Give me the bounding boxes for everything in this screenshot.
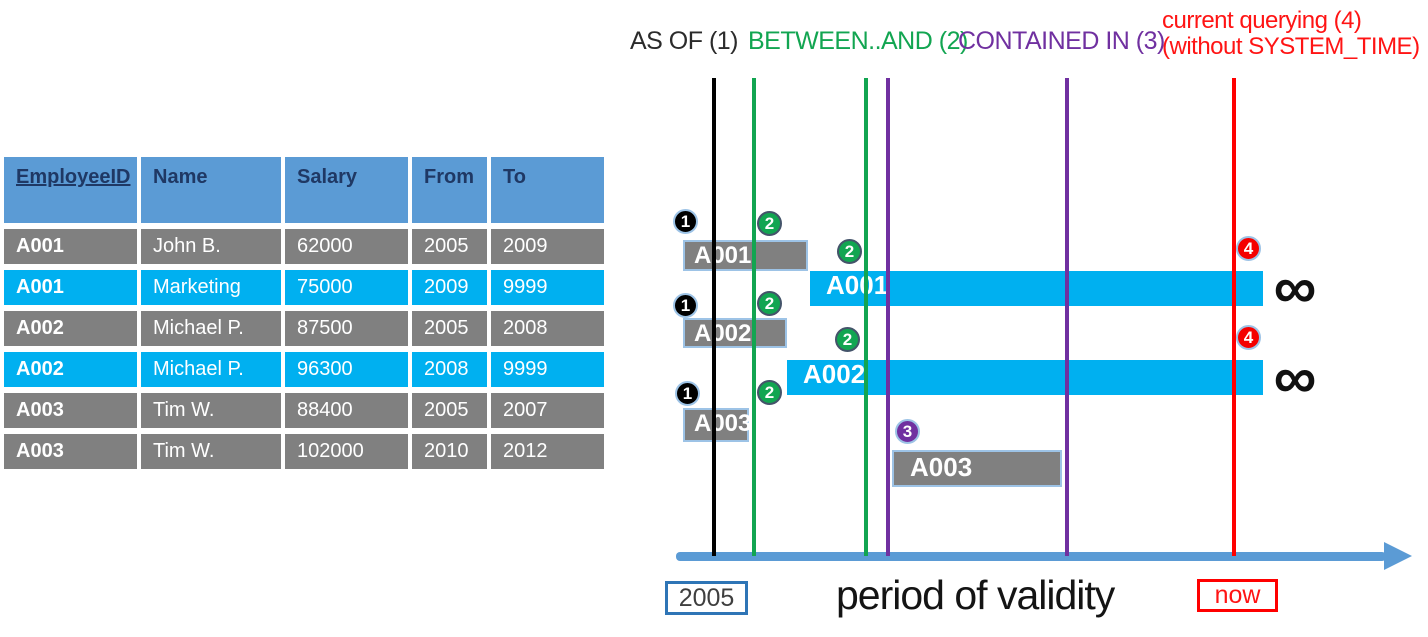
table-cell: A003 <box>4 393 137 428</box>
table-cell: 2012 <box>491 434 604 469</box>
table-cell: 88400 <box>285 393 408 428</box>
table-cell: A001 <box>4 229 137 264</box>
query-label-contained-in: CONTAINED IN (3) <box>958 27 1165 55</box>
badge-current-4: 4 <box>1236 236 1261 261</box>
as-of-line <box>712 78 716 556</box>
query-label-as-of: AS OF (1) <box>630 27 739 55</box>
table-cell: 2008 <box>491 311 604 346</box>
table-cell: 62000 <box>285 229 408 264</box>
table-cell: 2007 <box>491 393 604 428</box>
column-header-to: To <box>491 157 604 223</box>
table-cell: 2009 <box>491 229 604 264</box>
validity-bar-a002-current: A002 <box>787 359 1263 395</box>
table-cell: 2008 <box>412 352 487 387</box>
table-cell: 2010 <box>412 434 487 469</box>
between-start-line <box>752 78 756 556</box>
table-cell: Tim W. <box>141 393 281 428</box>
badge-current-4: 4 <box>1236 325 1261 350</box>
between-end-line <box>864 78 868 556</box>
badge-between-2: 2 <box>837 239 862 264</box>
column-header-employeeid: EmployeeID <box>4 157 137 223</box>
table-cell: A003 <box>4 434 137 469</box>
validity-bar-a001-history: A001 <box>683 240 808 271</box>
table-cell: 96300 <box>285 352 408 387</box>
validity-bar-a003-history-1: A003 <box>683 408 752 442</box>
table-cell: 2005 <box>412 229 487 264</box>
table-cell: 9999 <box>491 352 604 387</box>
column-header-name: Name <box>141 157 281 223</box>
bar-label: A001 <box>826 270 889 300</box>
axis-start-box: 2005 <box>665 581 748 615</box>
table-cell: Tim W. <box>141 434 281 469</box>
query-label-current-line1: current querying (4) <box>1162 7 1362 34</box>
table-cell: 9999 <box>491 270 604 305</box>
table-cell: 75000 <box>285 270 408 305</box>
badge-as-of-1: 1 <box>673 209 698 234</box>
badge-between-2: 2 <box>757 211 782 236</box>
infinity-icon: ∞ <box>1273 253 1317 321</box>
query-label-current-querying: current querying (4) (without SYSTEM_TIM… <box>1162 8 1420 60</box>
now-line <box>1232 78 1236 556</box>
validity-bar-a002-history: A002 <box>683 318 787 348</box>
column-header-employeeid-label: EmployeeID <box>16 166 131 188</box>
time-axis <box>676 552 1386 561</box>
badge-as-of-1: 1 <box>673 293 698 318</box>
table-cell: 2005 <box>412 311 487 346</box>
bar-label: A002 <box>694 320 752 347</box>
time-axis-arrowhead-icon <box>1384 542 1412 570</box>
table-cell: A002 <box>4 352 137 387</box>
badge-contained-3: 3 <box>895 419 920 444</box>
validity-bar-a001-current: A001 <box>810 270 1263 306</box>
table-cell: 102000 <box>285 434 408 469</box>
badge-between-2: 2 <box>757 380 782 405</box>
bar-label: A002 <box>803 359 866 389</box>
query-label-between-and: BETWEEN..AND (2) <box>748 27 968 55</box>
bar-label: A001 <box>694 242 752 269</box>
badge-between-2: 2 <box>757 291 782 316</box>
column-header-from: From <box>412 157 487 223</box>
table-cell: John B. <box>141 229 281 264</box>
table-cell: 2009 <box>412 270 487 305</box>
infinity-icon: ∞ <box>1273 343 1317 411</box>
table-cell: A001 <box>4 270 137 305</box>
table-cell: Marketing <box>141 270 281 305</box>
table-cell: 2005 <box>412 393 487 428</box>
badge-between-2: 2 <box>835 327 860 352</box>
table-cell: A002 <box>4 311 137 346</box>
table-cell: 87500 <box>285 311 408 346</box>
contained-end-line <box>1065 78 1069 556</box>
bar-label: A003 <box>910 452 973 482</box>
column-header-salary: Salary <box>285 157 408 223</box>
contained-start-line <box>886 78 890 556</box>
table-cell: Michael P. <box>141 311 281 346</box>
axis-now-box: now <box>1197 579 1278 612</box>
validity-bar-a003-history-2: A003 <box>892 450 1062 487</box>
table-cell: Michael P. <box>141 352 281 387</box>
badge-as-of-1: 1 <box>675 381 700 406</box>
query-label-current-line2: (without SYSTEM_TIME) <box>1162 33 1420 60</box>
employee-table: EmployeeID Name Salary From To A001 John… <box>4 157 604 469</box>
axis-title: period of validity <box>836 572 1115 618</box>
bar-label: A003 <box>694 410 752 437</box>
